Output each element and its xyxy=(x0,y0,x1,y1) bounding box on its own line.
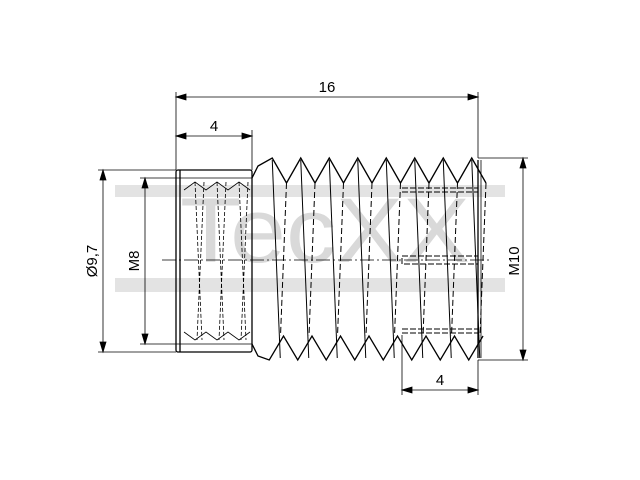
dim-outer-thread: M10 xyxy=(506,246,523,275)
inner-thread-line xyxy=(196,181,205,341)
dim-inner-thread: M8 xyxy=(126,251,143,272)
dim-outer-diameter: Ø9,7 xyxy=(84,245,101,278)
sleeve xyxy=(175,169,253,353)
inner-thread-line xyxy=(194,181,203,341)
thread-root-line xyxy=(308,182,316,337)
watermark-text: TecXX xyxy=(180,180,470,282)
thread-root-line xyxy=(451,182,458,337)
thread-crest-line xyxy=(328,159,338,359)
inner-thread-profile xyxy=(183,181,251,191)
thread-root-line xyxy=(479,182,487,337)
thread-root-line xyxy=(337,182,344,337)
thread-root-line xyxy=(394,182,401,337)
dim-sleeve-length: 4 xyxy=(210,118,218,135)
inner-thread-line xyxy=(218,181,227,341)
threaded-body xyxy=(251,156,487,362)
thread-root-line xyxy=(280,182,287,337)
inner-thread-line xyxy=(238,181,247,341)
inner-thread-line xyxy=(216,181,225,341)
thread-crest-line xyxy=(357,159,367,359)
thread-crest-line xyxy=(414,159,424,359)
thread-crest-line xyxy=(271,159,281,359)
dim-overall-length: 16 xyxy=(319,79,336,96)
dim-insert-depth: 4 xyxy=(436,372,444,389)
thread-crest-line xyxy=(385,159,395,359)
thread-root-line xyxy=(422,182,430,337)
dimension-lines xyxy=(98,92,528,395)
watermark: TecXX xyxy=(115,180,505,292)
thread-crest-line xyxy=(442,159,452,359)
inner-thread-line xyxy=(240,181,249,341)
dimension-labels: 16 4 Ø9,7 M8 M10 4 xyxy=(84,79,523,389)
inner-thread-profile xyxy=(183,331,251,341)
thread-crest-line xyxy=(471,159,481,359)
thread-root-line xyxy=(365,182,373,337)
thread-crest-line xyxy=(300,159,310,359)
